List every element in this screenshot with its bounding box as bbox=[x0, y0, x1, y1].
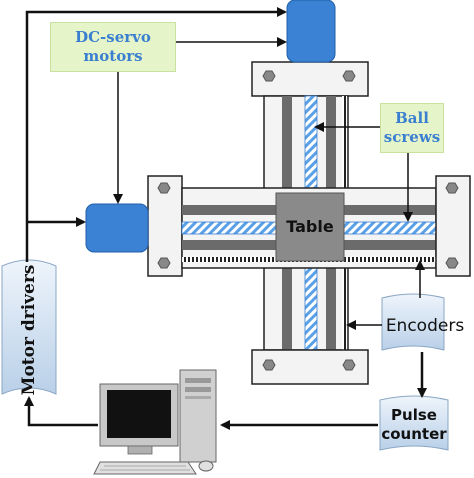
hex-bolt-icon bbox=[342, 359, 356, 371]
ball-screws-label: Ball screws bbox=[380, 103, 444, 153]
hex-bolt-icon bbox=[157, 182, 171, 194]
motor-drivers-box bbox=[1, 259, 57, 395]
top-servo-motor bbox=[286, 0, 336, 63]
motor-drivers-label: Motor drivers bbox=[19, 264, 39, 396]
hex-bolt-icon bbox=[445, 257, 459, 269]
hex-bolt-icon bbox=[445, 182, 459, 194]
connections bbox=[24, 7, 427, 430]
encoders-label: Encoders bbox=[385, 316, 465, 336]
hex-bolt-icon bbox=[262, 359, 276, 371]
dc-servo-label: DC-servo motors bbox=[50, 22, 176, 72]
computer-icon bbox=[93, 369, 217, 475]
hex-bolt-icon bbox=[262, 70, 276, 82]
hex-bolt-icon bbox=[157, 257, 171, 269]
pulse-counter-label: Pulse counter bbox=[381, 406, 447, 443]
table-block bbox=[275, 192, 345, 262]
left-servo-motor bbox=[85, 203, 149, 253]
pulse-counter-box bbox=[379, 395, 449, 451]
table-label: Table bbox=[286, 216, 334, 236]
encoders-box bbox=[381, 293, 445, 351]
hex-bolt-icon bbox=[342, 70, 356, 82]
